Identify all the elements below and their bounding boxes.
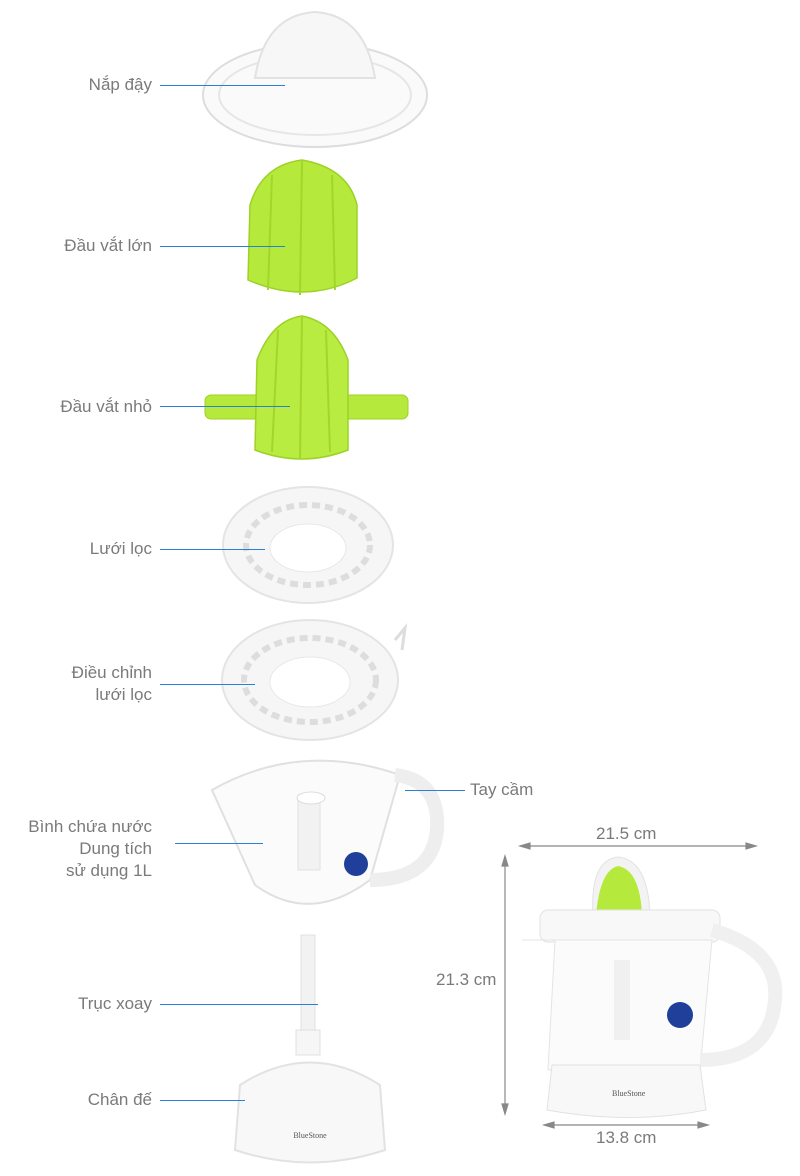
base-brand-logo: BlueStone (293, 1131, 327, 1140)
label-line: Dung tích (79, 839, 152, 858)
label-spindle: Trục xoay (77, 994, 152, 1013)
label-line: Bình chứa nước (28, 817, 152, 836)
label-handle: Tay cầm (470, 780, 534, 799)
leader-line-strainer (160, 549, 265, 550)
assembled-brand-logo: BlueStone (612, 1089, 646, 1098)
label-line: lưới lọc (95, 685, 152, 704)
dimension-arrows (501, 842, 759, 1129)
leader-line-handle (405, 790, 465, 791)
label-line: sử dụng 1L (65, 861, 152, 880)
label-lid: Nắp đậy (88, 75, 152, 94)
leader-line-spindle (160, 1004, 318, 1005)
label-large-reamer: Đầu vắt lớn (64, 236, 152, 255)
strainer-image (222, 486, 394, 604)
leader-line-small-reamer (160, 406, 290, 407)
base-image: BlueStone (233, 1061, 387, 1164)
label-strainer: Lưới lọc (89, 539, 152, 558)
jug-image (210, 759, 445, 905)
label-base: Chân đế (87, 1090, 152, 1109)
strainer-adjuster-image (221, 619, 408, 741)
large-reamer-image (247, 159, 358, 296)
spindle-image (295, 934, 321, 1056)
leader-line-adjuster (160, 684, 255, 685)
leader-line-jug (175, 843, 263, 844)
dimension-height: 21.3 cm (436, 970, 497, 989)
leader-line-large-reamer (160, 246, 285, 247)
lid-image (202, 10, 428, 148)
assembled-juicer-image: BlueStone (522, 856, 783, 1118)
small-reamer-image (204, 315, 409, 460)
label-small-reamer: Đầu vắt nhỏ (60, 397, 152, 416)
label-jug: Bình chứa nước Dung tích sử dụng 1L (28, 816, 152, 882)
label-line: Điều chỉnh (71, 663, 152, 682)
label-strainer-adjuster: Điều chỉnh lưới lọc (72, 662, 152, 706)
dimension-width-top: 21.5 cm (596, 824, 657, 843)
leader-line-lid (160, 85, 285, 86)
leader-line-base (160, 1100, 245, 1101)
dimension-width-base: 13.8 cm (596, 1128, 657, 1147)
